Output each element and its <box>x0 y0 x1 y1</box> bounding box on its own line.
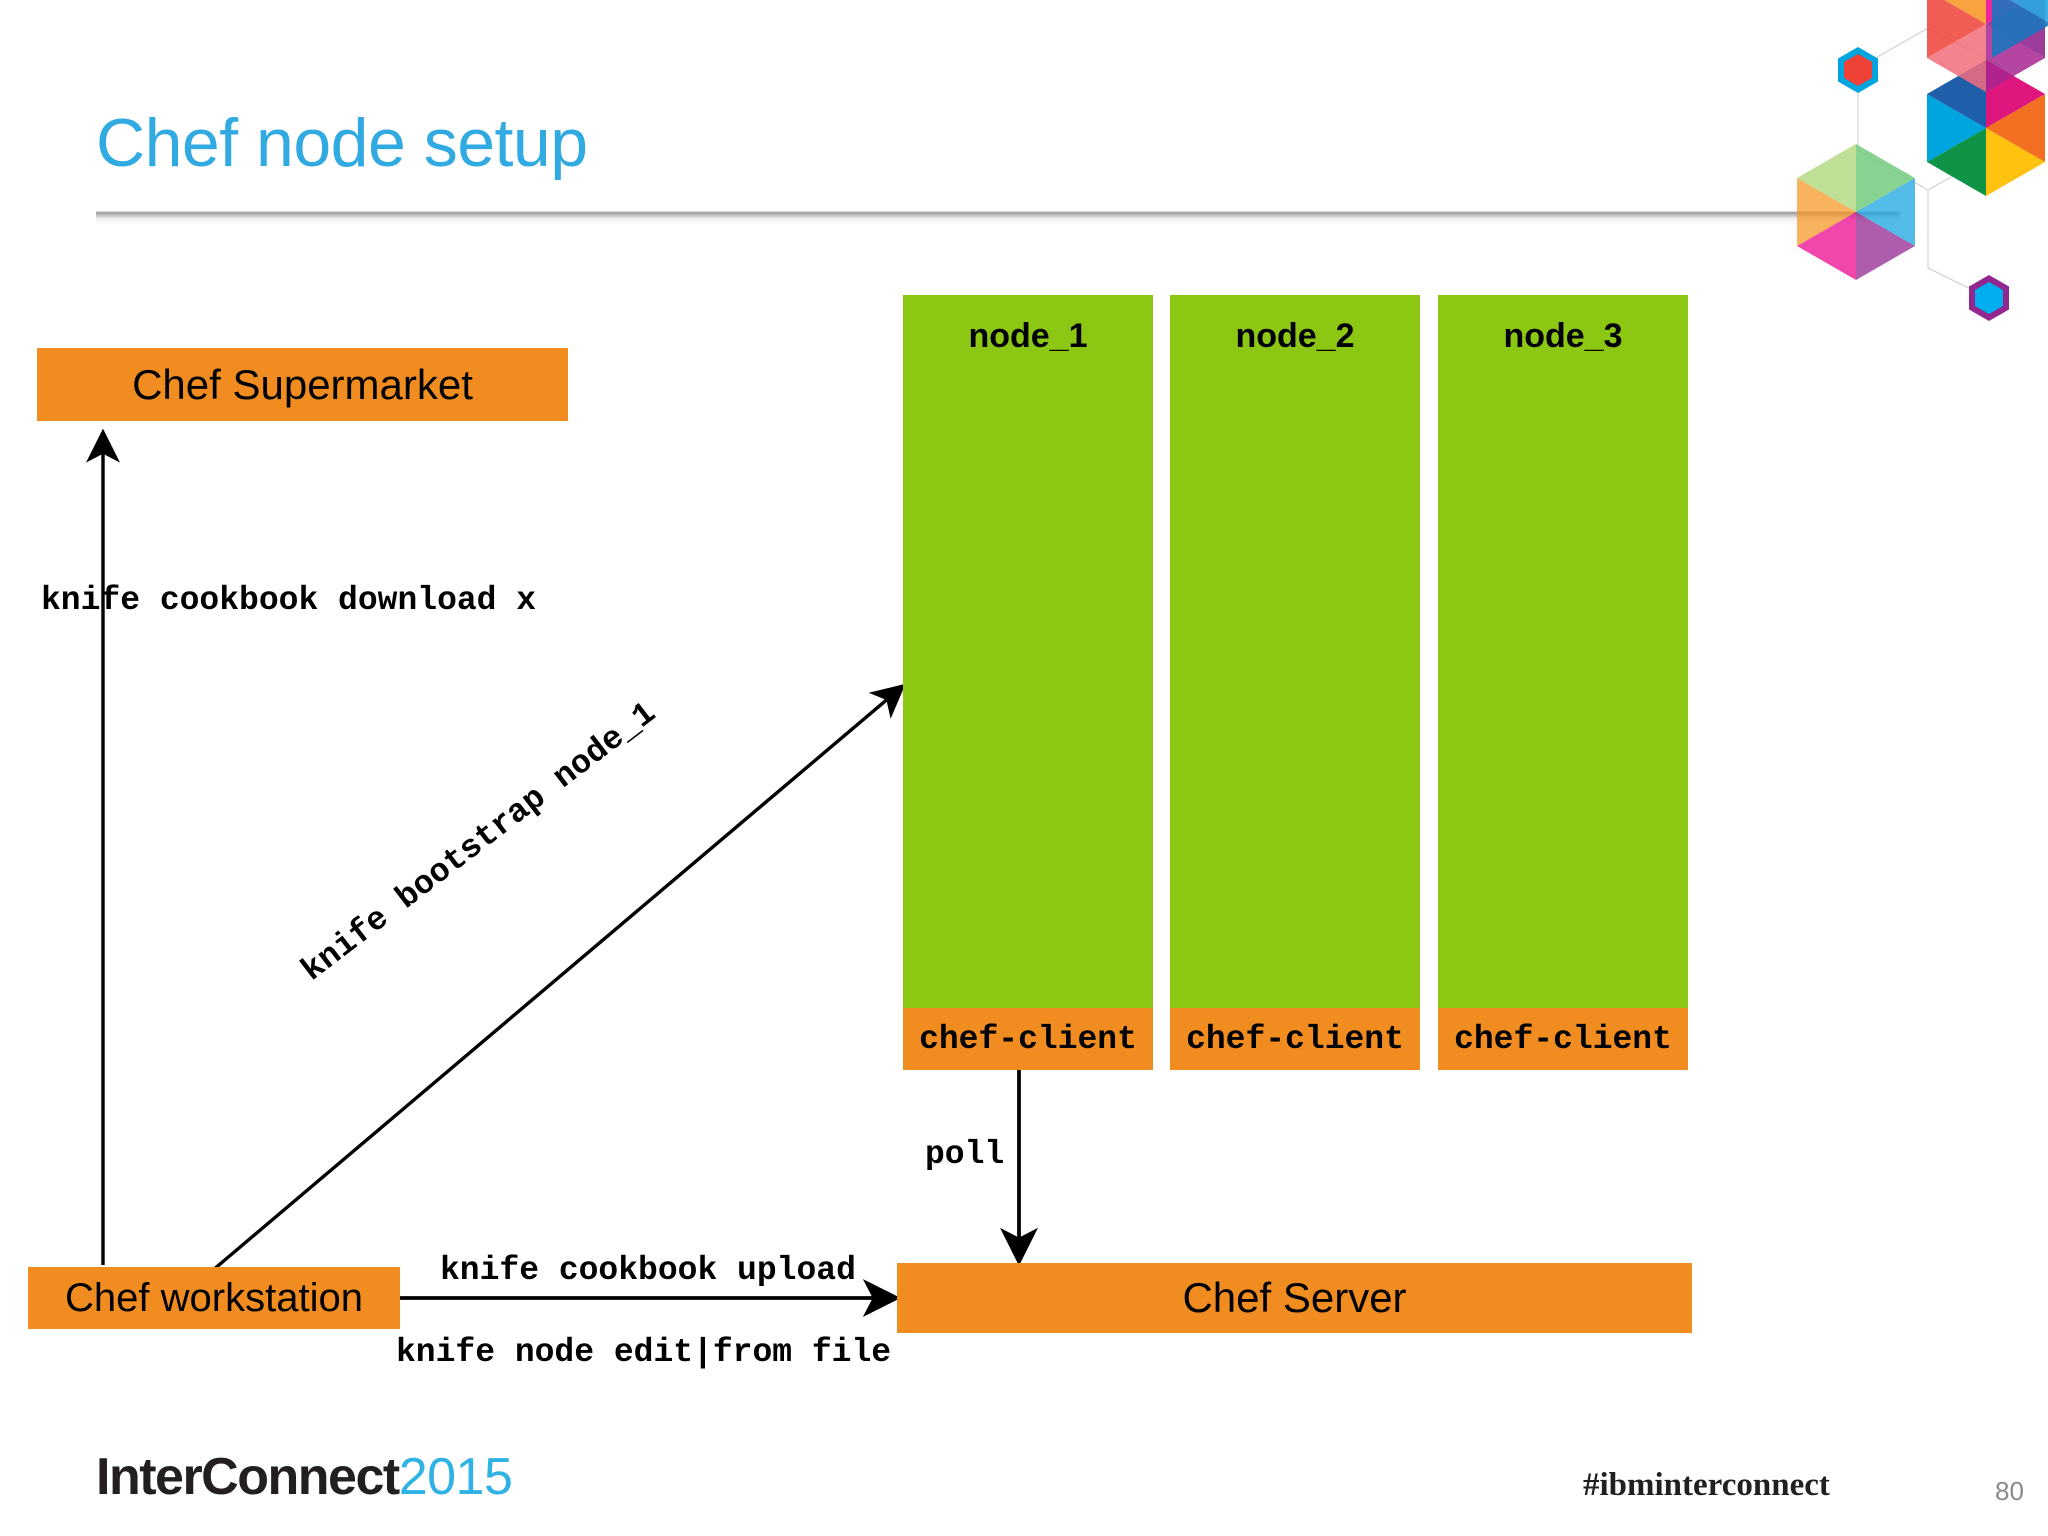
footer-hashtag: #ibminterconnect <box>1583 1467 1830 1503</box>
node-column-1[interactable]: node_1 chef-client <box>903 295 1153 1070</box>
interconnect-wordmark: InterConnect <box>96 1448 400 1506</box>
chef-workstation-label: Chef workstation <box>65 1275 363 1320</box>
node-column-3[interactable]: node_3 chef-client <box>1438 295 1688 1070</box>
chef-supermarket-box[interactable]: Chef Supermarket <box>37 348 568 421</box>
hexagon-network-graphic <box>1797 0 2048 321</box>
node-3-chef-client: chef-client <box>1438 1008 1688 1070</box>
node-3-title: node_3 <box>1503 317 1623 355</box>
node-1-chef-client: chef-client <box>903 1008 1153 1070</box>
annotation-knife-cookbook-download: knife cookbook download x <box>41 582 537 619</box>
chef-server-label: Chef Server <box>1182 1274 1407 1321</box>
annotation-knife-cookbook-upload: knife cookbook upload <box>440 1252 856 1289</box>
node-1-title: node_1 <box>968 317 1088 355</box>
chef-supermarket-label: Chef Supermarket <box>132 360 473 408</box>
title-divider <box>96 211 1900 224</box>
page-title: Chef node setup <box>96 105 588 181</box>
annotation-knife-bootstrap-node1: knife bootstrap node_1 <box>295 694 664 990</box>
chef-workstation-box[interactable]: Chef workstation <box>28 1267 400 1329</box>
interconnect-year: 2015 <box>398 1448 513 1506</box>
node-2-body <box>1170 295 1420 1070</box>
node-column-2[interactable]: node_2 chef-client <box>1170 295 1420 1070</box>
page-number: 80 <box>1995 1476 2024 1506</box>
node-3-body <box>1438 295 1688 1070</box>
node-2-chef-client: chef-client <box>1170 1008 1420 1070</box>
annotation-poll: poll <box>925 1136 1005 1173</box>
node-2-title: node_2 <box>1235 317 1355 355</box>
chef-server-box[interactable]: Chef Server <box>897 1263 1692 1333</box>
node-1-body <box>903 295 1153 1070</box>
annotation-knife-node-edit: knife node edit|from file <box>396 1334 892 1371</box>
interconnect-logo: InterConnect2015 <box>96 1447 513 1507</box>
